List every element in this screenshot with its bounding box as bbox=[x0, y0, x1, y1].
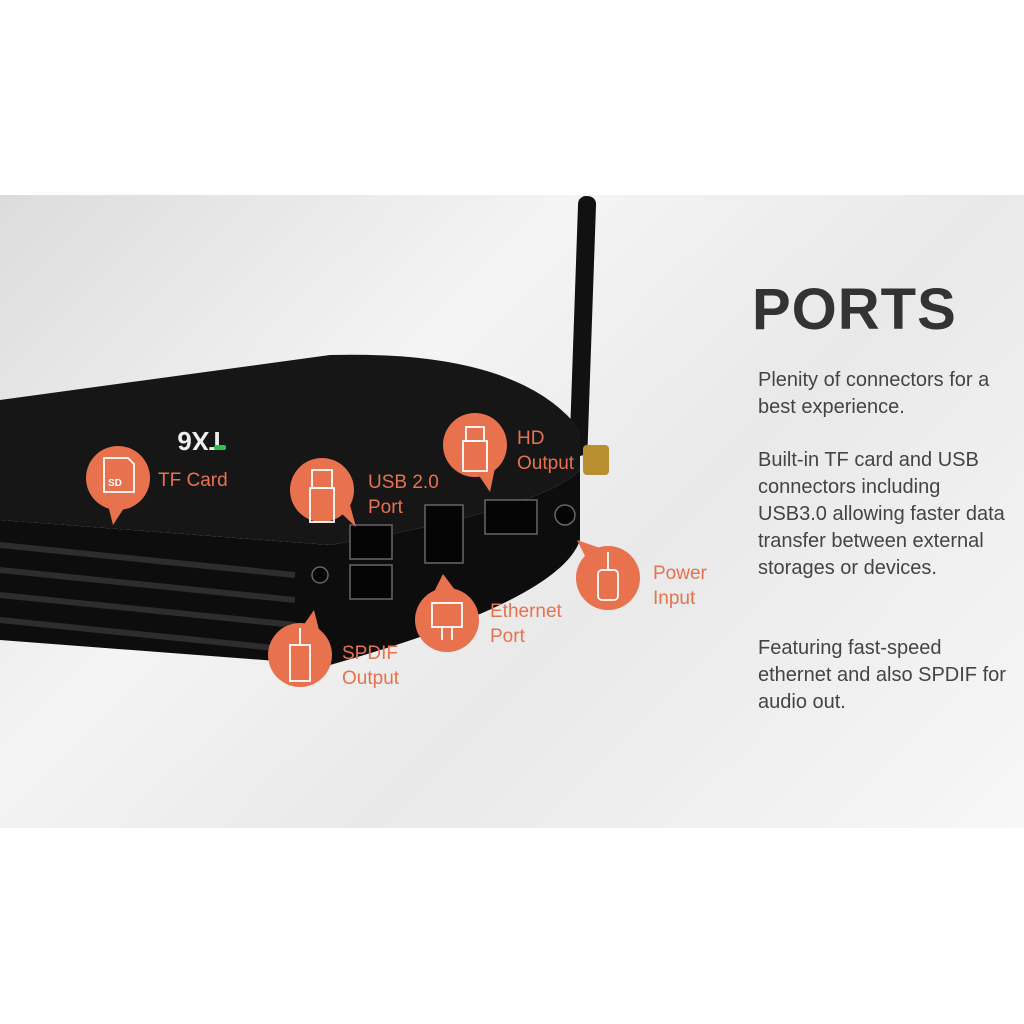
paragraph-network: Featuring fast-speed ethernet and also S… bbox=[758, 637, 1006, 713]
callout-power-line2: Input bbox=[653, 588, 696, 609]
antenna bbox=[569, 196, 597, 456]
device-top bbox=[0, 354, 580, 545]
callout-tf-card: TF Card bbox=[158, 470, 228, 491]
sd-card-icon bbox=[103, 457, 135, 493]
callout-usb-line2: Port bbox=[368, 497, 403, 518]
callout-ethernet-line2: Port bbox=[490, 626, 525, 647]
antenna-connector bbox=[583, 445, 609, 475]
callout-bubbles bbox=[86, 413, 640, 687]
callout-spdif: SPDIF Output bbox=[342, 641, 399, 691]
section-title: PORTS bbox=[752, 277, 957, 342]
callout-power-line1: Power bbox=[653, 563, 707, 584]
ethernet-icon bbox=[431, 602, 463, 628]
callout-usb-line1: USB 2.0 bbox=[368, 472, 439, 493]
brand-logo: TX6 bbox=[177, 426, 225, 456]
callout-hd: HD Output bbox=[517, 426, 574, 476]
callout-hd-line2: Output bbox=[517, 453, 575, 474]
paragraph-storage: Built-in TF card and USB connectors incl… bbox=[758, 449, 1005, 579]
paragraph-intro: Plenity of connectors for a best experie… bbox=[758, 369, 990, 418]
callout-ethernet-line1: Ethernet bbox=[490, 601, 562, 622]
ports bbox=[311, 499, 576, 600]
callout-spdif-line2: Output bbox=[342, 668, 400, 689]
svg-text:SD: SD bbox=[108, 478, 122, 489]
callout-spdif-line1: SPDIF bbox=[342, 643, 398, 664]
callout-hd-line1: HD bbox=[517, 428, 545, 449]
